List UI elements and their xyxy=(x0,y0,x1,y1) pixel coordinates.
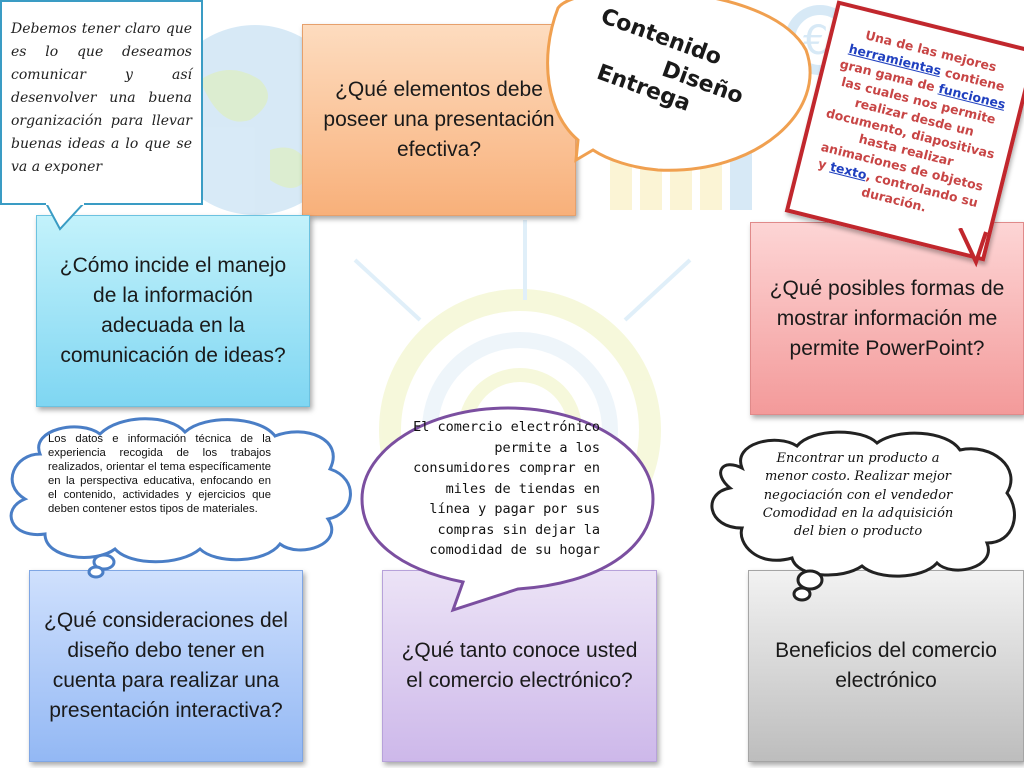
design-considerations-answer: Los datos e información técnica de la ex… xyxy=(48,433,271,515)
question-text: Beneficios del comercio electrónico xyxy=(775,639,997,692)
speech-bubble-middle xyxy=(360,406,655,613)
ecommerce-benefits-answer: Encontrar un producto a menor costo. Rea… xyxy=(762,451,954,540)
thought-cloud-left xyxy=(9,417,352,579)
question-text: ¿Qué elementos debe poseer una presentac… xyxy=(323,78,555,161)
question-information-handling: ¿Cómo incide el manejo de la información… xyxy=(36,215,310,407)
note-tail xyxy=(958,228,988,268)
question-text: ¿Qué tanto conoce usted el comercio elec… xyxy=(401,639,638,692)
question-effective-presentation: ¿Qué elementos debe poseer una presentac… xyxy=(302,24,576,216)
design-note-callout: Debemos tener claro que es lo que deseam… xyxy=(0,0,203,205)
question-text: ¿Qué posibles formas de mostrar informac… xyxy=(769,276,1005,360)
thought-cloud-right xyxy=(710,430,1016,602)
ecommerce-knowledge-answer: El comercio electrónico permite a los co… xyxy=(413,419,600,558)
oval-speech-bubble xyxy=(546,0,812,172)
question-text: ¿Cómo incide el manejo de la información… xyxy=(59,254,287,367)
question-text: ¿Qué consideraciones del diseño debo ten… xyxy=(44,609,288,722)
question-design-considerations: ¿Qué consideraciones del diseño debo ten… xyxy=(29,570,303,762)
connector-lines xyxy=(353,220,692,322)
design-note-text: Debemos tener claro que es lo que deseam… xyxy=(11,21,192,175)
question-ecommerce-knowledge: ¿Qué tanto conoce usted el comercio elec… xyxy=(382,570,657,762)
callout-tail xyxy=(45,203,85,231)
